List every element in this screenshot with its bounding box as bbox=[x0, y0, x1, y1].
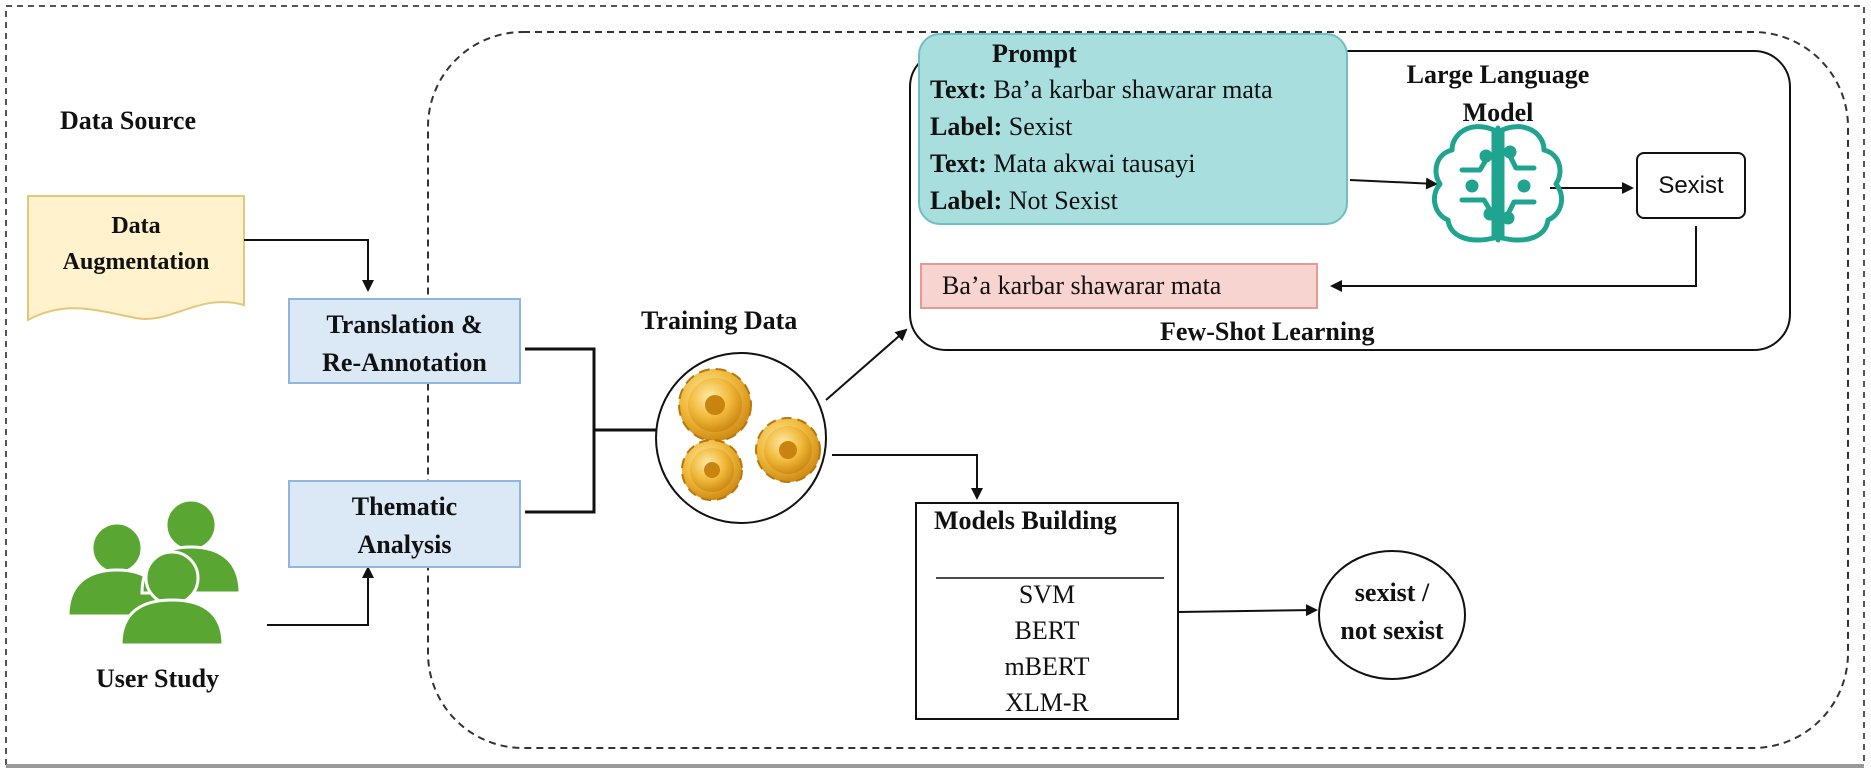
gears-icon bbox=[678, 368, 821, 501]
prompt-line: Text: Mata akwai tausayi bbox=[930, 149, 1196, 178]
thematic-step: Thematic Analysis bbox=[288, 480, 521, 568]
models-building-title: Models Building bbox=[934, 506, 1117, 535]
prompt-lines: Text: Ba’a karbar shawarar mata Label: S… bbox=[930, 71, 1273, 219]
model-item: mBERT bbox=[1004, 652, 1090, 681]
pipeline-region bbox=[427, 31, 1849, 749]
prompt-box: Prompt Text: Ba’a karbar shawarar mata L… bbox=[918, 33, 1348, 225]
merge-bracket bbox=[525, 347, 596, 514]
prompt-line: Label: Not Sexist bbox=[930, 186, 1118, 215]
model-item: XLM-R bbox=[1005, 688, 1089, 717]
llm-label: Large Language Model bbox=[1406, 60, 1590, 127]
user-group-icon bbox=[66, 498, 242, 647]
llm-brain-icon bbox=[1431, 124, 1565, 243]
prompt-line: Label: Sexist bbox=[930, 112, 1073, 141]
translation-step: Translation & Re-Annotation bbox=[288, 298, 521, 384]
arrow-userstudy-to-thematic bbox=[267, 566, 374, 626]
few-shot-title: Few-Shot Learning bbox=[1160, 317, 1375, 346]
models-list: SVM BERT mBERT XLM-R bbox=[916, 577, 1178, 721]
arrow-augmentation-to-translation bbox=[244, 239, 374, 292]
result-circle bbox=[1318, 550, 1466, 680]
data-augmentation-label: Data Augmentation bbox=[62, 213, 210, 275]
model-item: BERT bbox=[1014, 616, 1080, 645]
data-source-title: Data Source bbox=[60, 106, 197, 135]
arrow-models-to-result bbox=[1177, 604, 1318, 617]
query-box: Ba’a karbar shawarar mata bbox=[920, 263, 1318, 309]
models-building-box bbox=[915, 502, 1179, 720]
arrow-training-to-models bbox=[832, 454, 983, 500]
few-shot-box bbox=[909, 50, 1791, 351]
data-augmentation-shape bbox=[27, 195, 245, 322]
prompt-line: Text: Ba’a karbar shawarar mata bbox=[930, 75, 1273, 104]
llm-output-box: Sexist bbox=[1636, 152, 1746, 219]
prompt-title: Prompt bbox=[992, 39, 1077, 68]
training-data-label: Training Data bbox=[641, 306, 798, 335]
result-label: sexist / not sexist bbox=[1340, 578, 1444, 645]
model-item: SVM bbox=[1018, 580, 1076, 609]
arrow-output-to-query bbox=[1330, 226, 1697, 292]
arrow-training-to-fewshot bbox=[825, 328, 908, 401]
user-study-label: User Study bbox=[96, 664, 220, 693]
arrow-prompt-to-llm bbox=[1349, 177, 1438, 190]
